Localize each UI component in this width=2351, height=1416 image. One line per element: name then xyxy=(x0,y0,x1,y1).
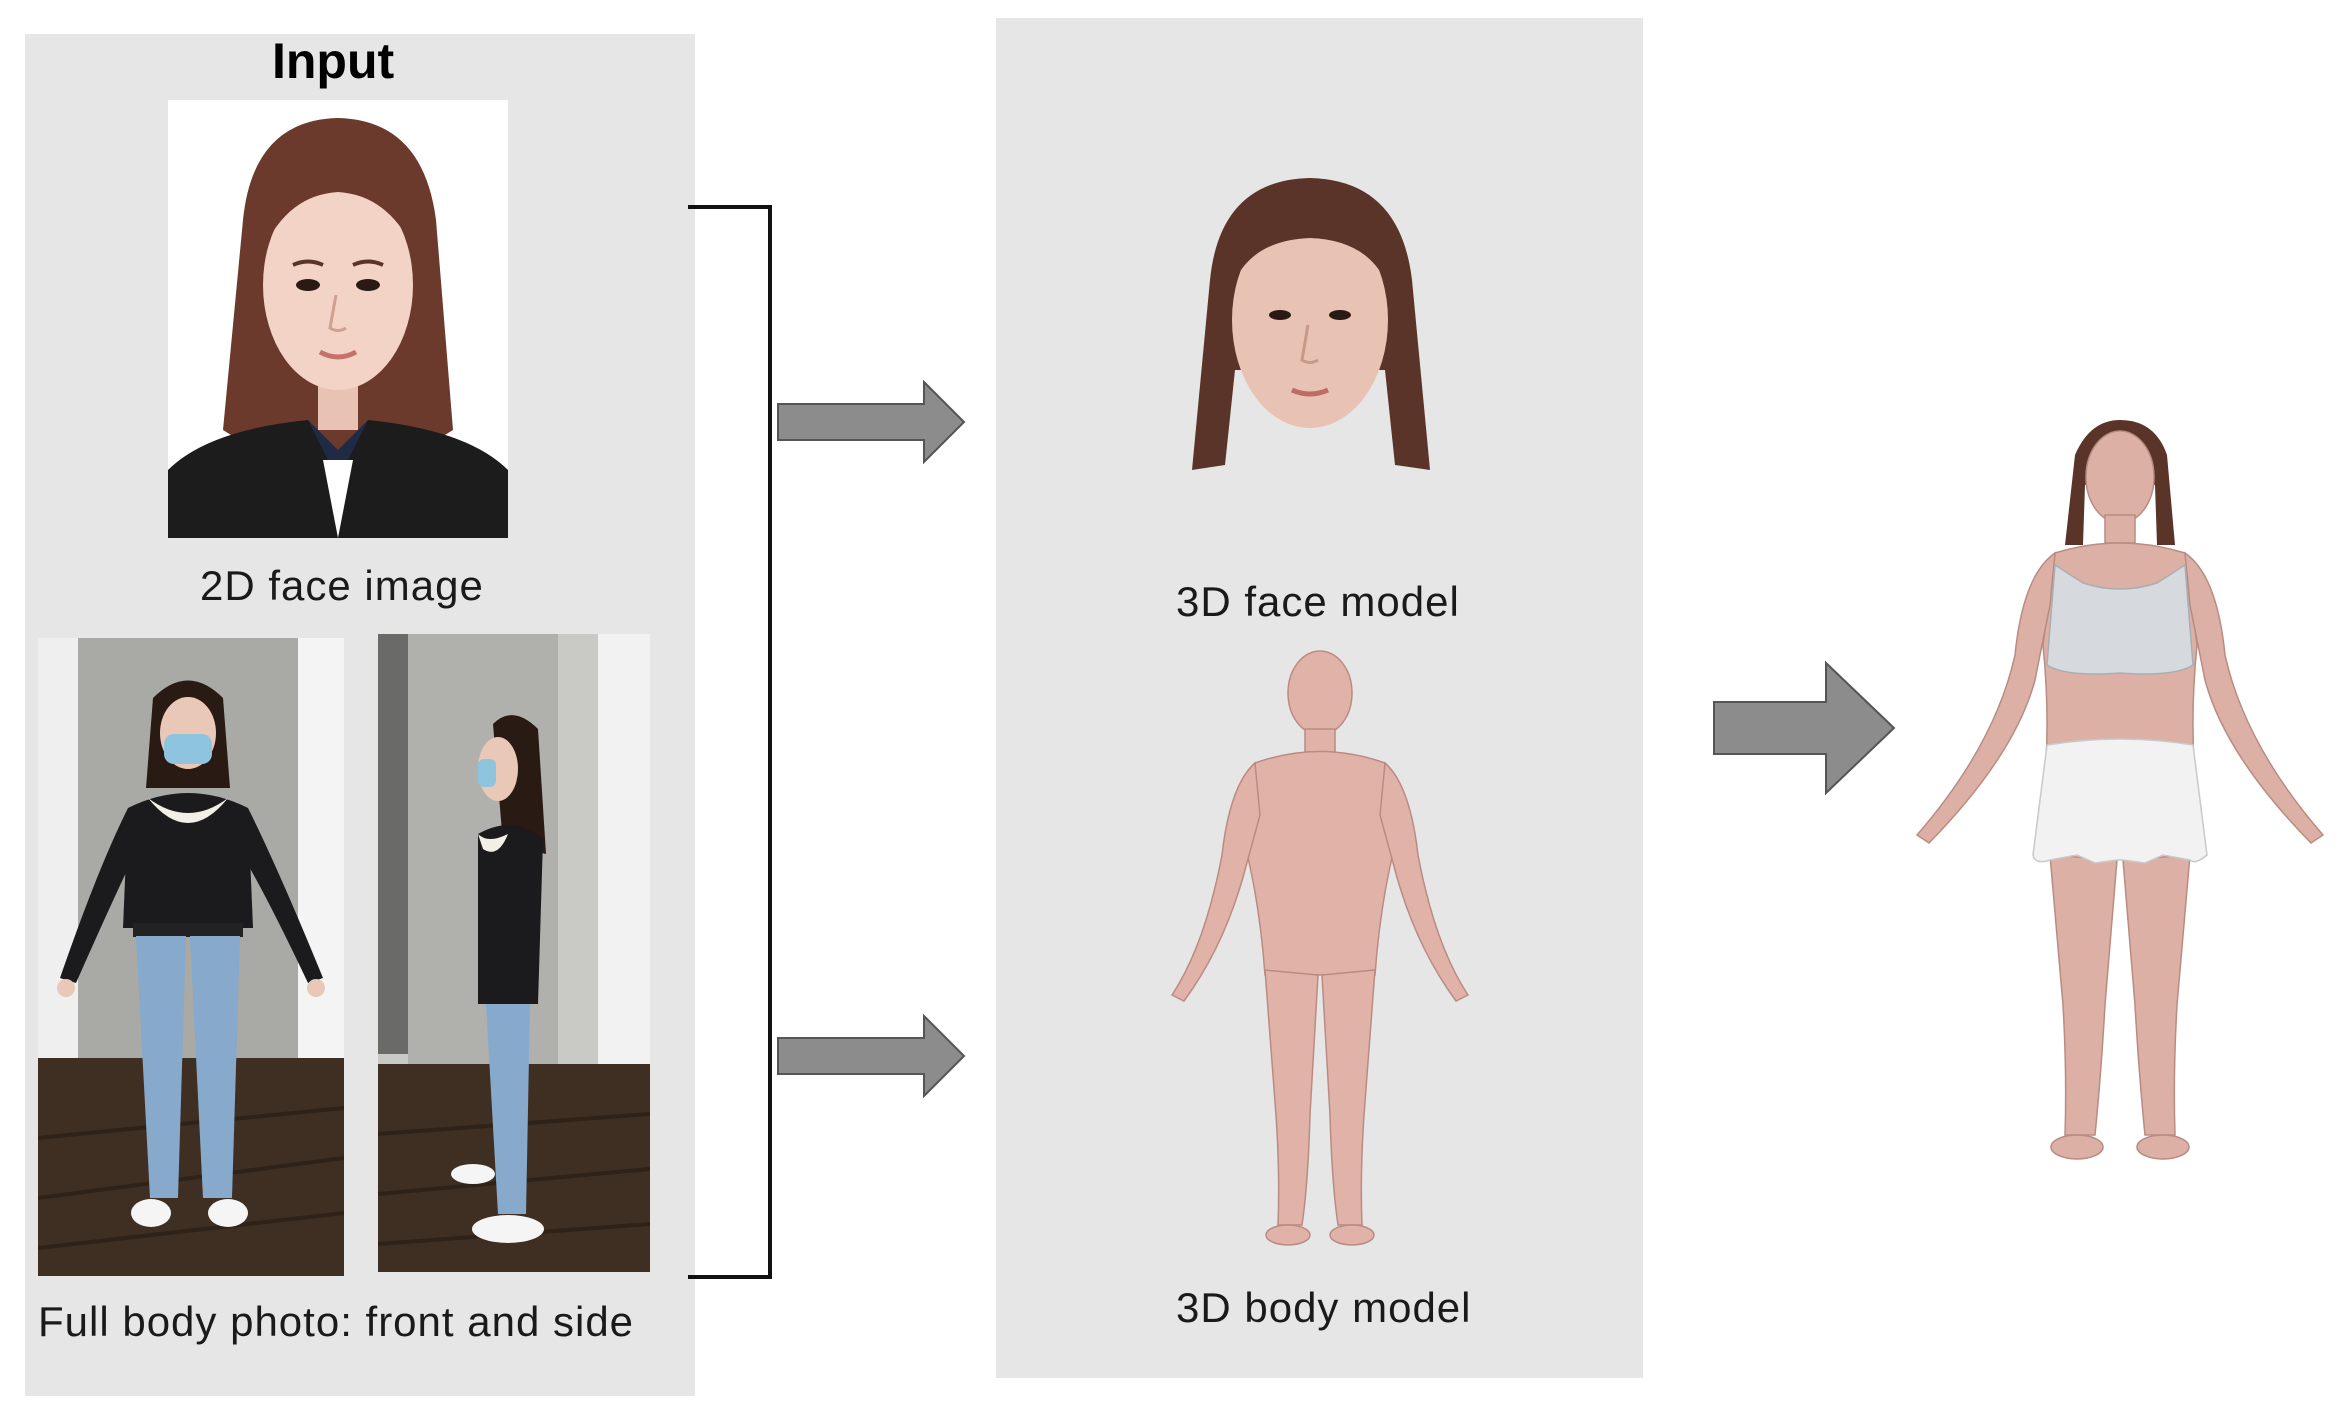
face-photo xyxy=(168,100,508,538)
body-photo-caption: Full body photo: front and side xyxy=(38,1298,635,1345)
body-photo-front xyxy=(38,638,344,1276)
body-photo-side xyxy=(378,634,650,1272)
merge-bracket-icon xyxy=(688,205,772,1279)
arrow-to-output-icon xyxy=(1713,660,1896,796)
arrow-to-body-model-icon xyxy=(777,1014,966,1098)
body-model-render xyxy=(1150,645,1490,1255)
arrow-to-face-model-icon xyxy=(777,380,966,464)
output-avatar-render xyxy=(1905,415,2335,1167)
face-model-render xyxy=(1180,170,1440,482)
body-model-caption: 3D body model xyxy=(1176,1284,1472,1331)
input-title: Input xyxy=(272,33,395,89)
face-image-caption: 2D face image xyxy=(200,562,484,609)
face-model-caption: 3D face model xyxy=(1176,578,1460,625)
